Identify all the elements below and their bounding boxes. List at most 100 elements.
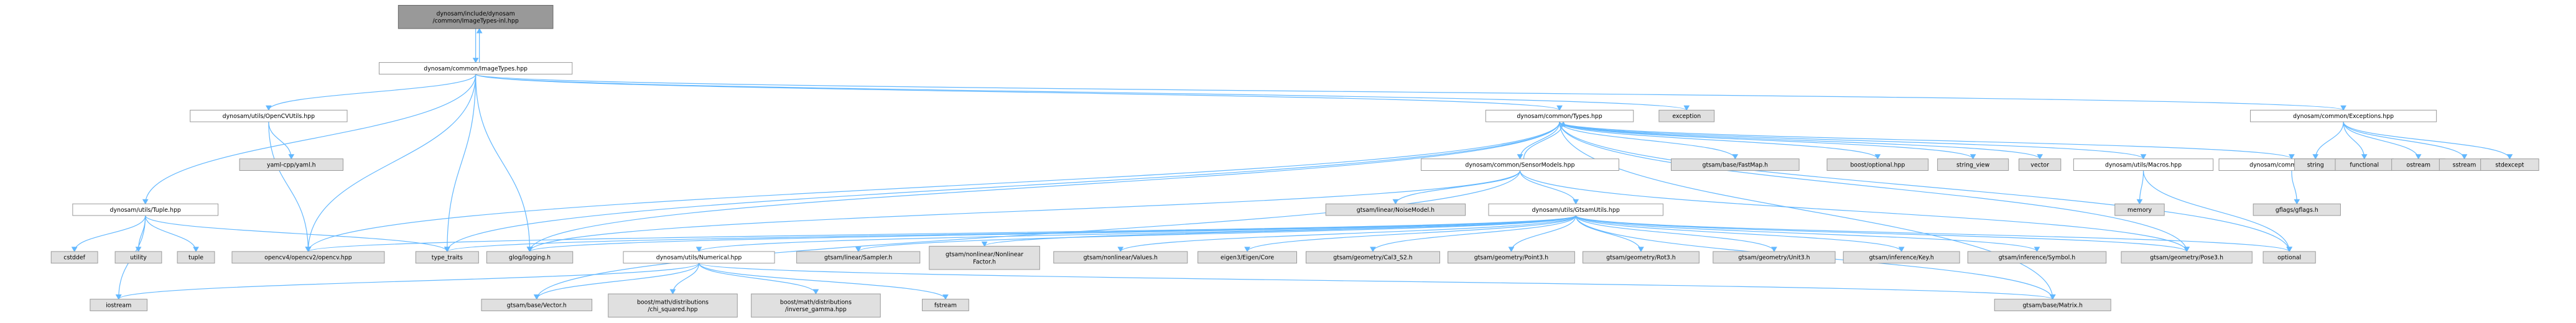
dependency-edge xyxy=(475,73,1563,111)
dependency-edge xyxy=(305,122,1560,252)
node-box xyxy=(922,299,969,311)
node-label: gtsam/base/Matrix.h xyxy=(2022,302,2083,309)
dependency-edge xyxy=(142,74,477,205)
node-label: opencv4/opencv2/opencv.hpp xyxy=(264,255,352,262)
graph-node[interactable]: dynosam/include/dynosam/common/ImageType… xyxy=(398,5,554,29)
node-box xyxy=(2121,251,2253,264)
graph-node[interactable]: dynosam/utils/Macros.hpp xyxy=(2073,158,2214,171)
graph-node: functional xyxy=(2335,158,2394,171)
dependency-edge xyxy=(1559,121,1881,160)
node-label: dynosam/common/ImageTypes.hpp xyxy=(424,65,528,72)
dependency-edge xyxy=(855,215,1576,252)
dependency-edge xyxy=(2291,170,2300,205)
dependency-edge xyxy=(1575,215,2293,252)
node-box xyxy=(90,299,147,311)
dependency-edge xyxy=(1523,121,1566,159)
dependency-edge xyxy=(472,29,479,63)
node-label: dynosam/include/dynosam xyxy=(437,11,515,17)
node-box xyxy=(608,293,738,318)
dependency-edge xyxy=(1244,215,1576,252)
node-box xyxy=(1994,299,2111,311)
graph-node[interactable]: dynosam/utils/GtsamUtils.hpp xyxy=(1488,203,1663,216)
node-label: dynosam/common/Exceptions.hpp xyxy=(2293,113,2394,120)
node-label: gtsam/nonlinear/Values.h xyxy=(1084,255,1158,262)
graph-node: exception xyxy=(1658,109,1715,122)
graph-node: yaml-cpp/yaml.h xyxy=(239,158,344,171)
node-label: /chi_squared.hpp xyxy=(648,306,697,313)
graph-node[interactable]: dynosam/common/ImageTypes.hpp xyxy=(378,62,573,75)
graph-node[interactable]: dynosam/utils/Tuple.hpp xyxy=(72,203,219,216)
node-label: stdexcept xyxy=(2495,162,2524,169)
dependency-edge xyxy=(265,74,477,111)
node-box xyxy=(190,109,348,122)
dependency-edge xyxy=(698,263,949,300)
node-box xyxy=(1967,251,2107,264)
graph-node: vector xyxy=(2018,158,2062,171)
dependency-edge xyxy=(1370,215,1576,252)
dependency-edge xyxy=(669,263,700,295)
edges-layer xyxy=(71,28,2513,300)
graph-node[interactable]: dynosam/common/SensorModels.hpp xyxy=(1421,158,1619,171)
graph-node[interactable]: dynosam/utils/Numerical.hpp xyxy=(623,251,775,264)
node-box xyxy=(929,245,1040,270)
node-box xyxy=(481,299,593,311)
graph-node: string_view xyxy=(1937,158,2009,171)
node-label: gtsam/geometry/Point3.h xyxy=(1474,255,1548,262)
node-box xyxy=(796,251,921,264)
node-label: Factor.h xyxy=(973,258,996,265)
node-label: eigen3/Eigen/Core xyxy=(1221,255,1274,262)
graph-node[interactable]: dynosam/common/Exceptions.hpp xyxy=(2250,109,2437,122)
graph-node: gtsam/geometry/Pose3.h xyxy=(2121,251,2253,264)
graph-node: opencv4/opencv2/opencv.hpp xyxy=(231,251,385,264)
dependency-edge xyxy=(2343,122,2368,160)
dependency-edge xyxy=(444,74,477,252)
graph-node: glog/logging.h xyxy=(486,251,574,264)
dependency-edge xyxy=(1559,122,2293,252)
node-label: utility xyxy=(130,255,147,262)
node-box xyxy=(486,251,574,264)
node-box xyxy=(2262,251,2316,264)
node-label: gtsam/inference/Symbol.h xyxy=(1999,255,2076,262)
graph-node: utility xyxy=(114,251,162,264)
node-label: memory xyxy=(2127,207,2152,214)
node-label: gtsam/nonlinear/Nonlinear xyxy=(946,252,1023,258)
node-box xyxy=(1305,251,1440,264)
node-box xyxy=(2073,158,2214,171)
dependency-edge xyxy=(1559,121,1976,160)
node-label: string_view xyxy=(1956,162,1990,169)
node-box xyxy=(1053,251,1188,264)
node-label: gflags/gflags.h xyxy=(2276,207,2318,214)
node-box xyxy=(72,203,219,216)
graph-node: gtsam/nonlinear/Values.h xyxy=(1053,251,1188,264)
graph-node: gtsam/linear/Sampler.h xyxy=(796,251,921,264)
dependency-edge xyxy=(533,263,700,300)
dependency-edge xyxy=(475,73,1690,111)
node-label: dynosam/common/Types.hpp xyxy=(1517,113,1602,120)
node-box xyxy=(623,251,775,264)
node-label: dynosam/utils/GtsamUtils.hpp xyxy=(1532,207,1620,214)
node-label: optional xyxy=(2277,255,2301,262)
node-box xyxy=(1197,251,1298,264)
node-label: exception xyxy=(1672,113,1701,120)
graph-node[interactable]: dynosam/common/Types.hpp xyxy=(1485,109,1634,122)
node-label: glog/logging.h xyxy=(509,255,551,262)
dependency-edge xyxy=(135,215,146,252)
graph-node: stdexcept xyxy=(2480,158,2539,171)
dependency-edge xyxy=(1392,170,1521,205)
dependency-edge xyxy=(2343,121,2422,160)
node-box xyxy=(378,62,573,75)
dependency-edge xyxy=(145,215,450,252)
node-label: gtsam/geometry/Rot3.h xyxy=(1606,255,1676,262)
node-label: dynosam/common/Flags.hpp xyxy=(2249,162,2334,169)
node-label: ostream xyxy=(2406,162,2430,169)
dependency-edge xyxy=(2136,170,2144,205)
node-box xyxy=(2114,203,2165,216)
node-box xyxy=(1671,158,1800,171)
node-label: boost/optional.hpp xyxy=(1850,162,1905,169)
dependency-edge xyxy=(698,263,819,295)
graph-node[interactable]: dynosam/utils/OpenCVUtils.hpp xyxy=(190,109,348,122)
node-label: cstddef xyxy=(63,255,85,262)
graph-node: gtsam/geometry/Unit3.h xyxy=(1713,251,1836,264)
